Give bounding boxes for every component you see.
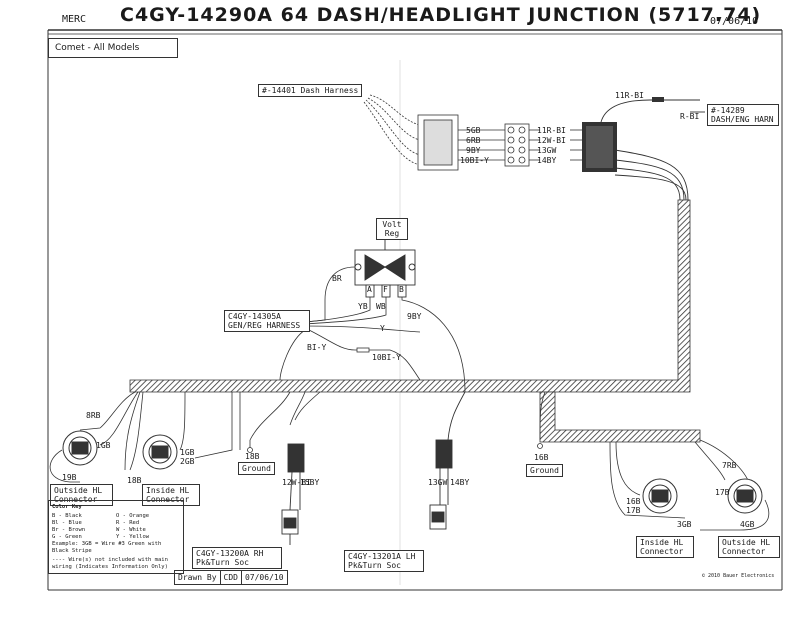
wire-label-8rb: 8RB xyxy=(86,411,101,420)
color-key-row: Br - Brown W - White xyxy=(52,527,180,534)
diagram-title: C4GY-14290A 64 DASH/HEADLIGHT JUNCTION (… xyxy=(120,4,762,26)
inline-fuse-mid xyxy=(356,347,370,353)
inside-hl-right-label: Inside HL Connector xyxy=(636,536,694,558)
pin-label-11: 11R-BI xyxy=(537,126,566,135)
ground-label-left: Ground xyxy=(238,462,275,475)
right-branch-wires xyxy=(609,439,770,531)
ground-label-right: Ground xyxy=(526,464,563,477)
wire-label-1gb: 1GB xyxy=(96,441,111,450)
volt-reg-label: Volt Reg xyxy=(376,218,408,240)
rh-pk-turn-socket xyxy=(281,443,305,545)
dash-eng-connector-plug xyxy=(582,122,617,172)
wire-label-10biy: 10BI-Y xyxy=(372,353,401,362)
color-key-note: ---- Wire(s) not included with main wiri… xyxy=(52,557,168,570)
pin-label-14: 14BY xyxy=(537,156,557,165)
drawn-by-label: Drawn By xyxy=(175,571,221,584)
brand-label: MERC xyxy=(62,14,87,25)
outside-hl-socket-right xyxy=(727,478,763,514)
wire-label-7rb: 7RB xyxy=(722,461,737,470)
wire-label-9by: 9BY xyxy=(407,312,422,321)
wire-label-18b-ground: 18B xyxy=(245,452,260,461)
wire-label-yb: YB xyxy=(358,302,368,311)
wire-label-16b-ground: 16B xyxy=(534,453,549,462)
pin-label-5: 5GB xyxy=(466,126,481,135)
wire-label-3gb: 3GB xyxy=(677,520,692,529)
pin-label-13: 13GW xyxy=(537,146,557,155)
wire-label-1gb-inside: 1GB xyxy=(180,448,195,457)
rh-soc-label: C4GY-13200A RH Pk&Turn Soc xyxy=(192,547,282,569)
wire-label-11r: 11R-BI xyxy=(615,91,644,100)
inside-hl-socket-left xyxy=(142,434,178,470)
color-key-row: Bl - Blue R - Red xyxy=(52,520,180,527)
dash-eng-harness-label: #-14289 DASH/ENG HARN xyxy=(707,104,779,126)
color-key-entry: Bl - Blue xyxy=(52,520,82,526)
color-key-row: G - Green Y - Yellow xyxy=(52,534,180,541)
wire-label-y: Y xyxy=(380,324,385,333)
wire-label-rbi: R-BI xyxy=(680,112,700,121)
wire-label-rh-12wbi: 12W-BI xyxy=(282,478,311,487)
wire-label-rh-15by: 15BY xyxy=(300,478,320,487)
color-key-entry: B - Black xyxy=(52,513,82,519)
ground-terminal-left xyxy=(247,440,253,453)
lh-soc-label: C4GY-13201A LH Pk&Turn Soc xyxy=(344,550,424,572)
wire-label-lh-14by: 14BY xyxy=(450,478,470,487)
gen-reg-wires xyxy=(279,266,466,393)
pin-label-9: 9BY xyxy=(466,146,481,155)
wire-label-16b-right: 16B xyxy=(626,497,641,506)
drawn-by-initials: CDD xyxy=(221,571,242,584)
wire-label-2gb: 2GB xyxy=(180,457,195,466)
color-key-entry: R - Red xyxy=(116,520,140,526)
color-key-entry: W - White xyxy=(116,527,146,533)
color-key-entry: G - Green xyxy=(52,534,82,540)
wire-label-18b-left: 18B xyxy=(127,476,142,485)
color-key: Color Key B - Black O - Orange Bl - Blue R… xyxy=(48,500,184,574)
reg-terminal-a: A xyxy=(367,285,372,294)
wire-label-br: BR xyxy=(332,274,342,283)
color-key-entry: Br - Brown xyxy=(52,527,86,533)
reg-terminal-f: F xyxy=(383,285,388,294)
dash-harness-label: #-14401 Dash Harness xyxy=(258,84,363,97)
color-key-title: Color Key xyxy=(52,504,82,510)
diagram-date: 07/06/10 xyxy=(710,16,759,27)
outside-hl-socket-left xyxy=(62,430,98,466)
lh-pk-turn-socket xyxy=(429,391,466,530)
main-harness-trunk xyxy=(129,199,701,443)
wire-label-biy: BI-Y xyxy=(307,343,327,352)
wire-label-17b-right: 17B xyxy=(626,506,641,515)
wire-label-4gb: 4GB xyxy=(740,520,755,529)
drawn-by-block: Drawn By CDD 07/06/10 xyxy=(174,570,288,585)
outside-hl-right-label: Outside HL Connector xyxy=(718,536,780,558)
wire-label-17b: 17B xyxy=(715,488,730,497)
color-key-row: B - Black O - Orange xyxy=(52,513,180,520)
drawn-by-date: 07/06/10 xyxy=(244,573,284,582)
gen-reg-harness-label: C4GY-14305A GEN/REG HARNESS xyxy=(224,310,310,332)
pin-label-6: 6RB xyxy=(466,136,481,145)
reg-terminal-b: B xyxy=(399,285,404,294)
color-key-entry: Y - Yellow xyxy=(116,534,150,540)
color-key-entry: O - Orange xyxy=(116,513,150,519)
left-branch-wires xyxy=(49,391,321,483)
pin-label-10: 10BI-Y xyxy=(460,156,489,165)
wire-label-19b: 19B xyxy=(62,473,77,482)
wire-label-wb: WB xyxy=(376,302,386,311)
dash-harness-connector xyxy=(363,94,585,171)
color-key-example: Example: 3GB = Wire #3 Green with Black … xyxy=(52,541,162,554)
copyright-note: © 2010 Bauer Electronics xyxy=(702,573,775,579)
inside-hl-socket-right xyxy=(642,478,678,514)
inline-fuse-top xyxy=(652,97,664,102)
pin-label-12: 12W-BI xyxy=(537,136,566,145)
wire-label-lh-13gw: 13GW xyxy=(428,478,448,487)
ground-terminal-right xyxy=(537,391,546,449)
sheet-frame xyxy=(47,29,783,591)
